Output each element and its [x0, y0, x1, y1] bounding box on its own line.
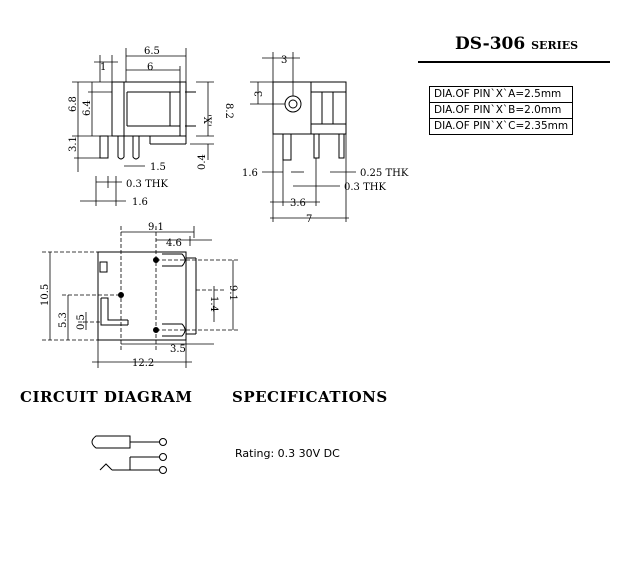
table-row: DIA.OF PIN`X`C=2.35mm: [428, 118, 574, 135]
table-row: DIA.OF PIN`X`B=2.0mm: [428, 102, 574, 119]
pin-diameter-table: DIA.OF PIN`X`A=2.5mm DIA.OF PIN`X`B=2.0m…: [428, 86, 574, 135]
front-view-dimension-lines: [250, 52, 356, 222]
dim-side-3-1: 3.1: [68, 136, 79, 152]
dim-front-1-6: 1.6: [242, 168, 258, 179]
dim-front-3-6: 3.6: [290, 198, 306, 209]
side-view-dimension-lines: [72, 48, 214, 206]
bottom-view-dimension-arrows: [49, 226, 234, 368]
bottom-view-drawing: [97, 251, 197, 341]
dim-bottom-12-2: 12.2: [132, 358, 154, 369]
dim-side-6: 6: [147, 62, 153, 73]
product-title: DS-306 SERIES: [455, 34, 578, 54]
dim-bottom-9-1-side: 9.1: [227, 285, 238, 301]
pin-b-spec: DIA.OF PIN`X`B=2.0mm: [428, 102, 574, 119]
dim-side-x-label: 'X': [201, 114, 212, 127]
series-label: SERIES: [531, 39, 579, 52]
dim-side-6-4: 6.4: [82, 100, 93, 116]
model-number: DS-306: [455, 34, 526, 54]
dim-front-3-top: 3: [281, 55, 287, 66]
side-view-drawing: [99, 81, 196, 160]
dim-front-7: 7: [306, 214, 312, 225]
dim-bottom-5-3: 5.3: [58, 312, 69, 328]
dim-bottom-4-6: 4.6: [166, 238, 182, 249]
bottom-view-dimension-lines: [42, 226, 240, 352]
dim-side-6-5: 6.5: [144, 46, 160, 57]
dim-bottom-9-1-top: 9.1: [148, 222, 164, 233]
dim-bottom-10-5: 10.5: [40, 284, 51, 306]
dim-front-3-side: 3: [254, 91, 265, 97]
specifications-heading: SPECIFICATIONS: [232, 388, 388, 406]
dim-side-0-4: 0.4: [197, 154, 208, 170]
title-underline: [418, 61, 610, 63]
dim-side-1: 1: [100, 62, 106, 73]
rating-spec: Rating: 0.3 30V DC: [235, 447, 340, 460]
dim-bottom-0-5: 0.5: [76, 314, 87, 330]
dim-bottom-3-5: 3.5: [170, 344, 186, 355]
dim-front-0-3-thk: 0.3 THK: [344, 182, 386, 193]
dim-side-1-6: 1.6: [132, 197, 148, 208]
dim-side-6-8: 6.8: [68, 96, 79, 112]
dim-side-0-3-thk: 0.3 THK: [126, 179, 168, 190]
dim-bottom-1-4: 1.4: [208, 296, 219, 312]
circuit-diagram: [91, 435, 167, 474]
dim-side-1-5: 1.5: [150, 162, 166, 173]
circuit-diagram-heading: CIRCUIT DIAGRAM: [20, 388, 193, 406]
dim-side-8-2: 8.2: [223, 103, 234, 119]
dim-front-0-25-thk: 0.25 THK: [360, 168, 409, 179]
front-view-drawing: [272, 81, 347, 161]
pin-c-spec: DIA.OF PIN`X`C=2.35mm: [428, 118, 574, 135]
